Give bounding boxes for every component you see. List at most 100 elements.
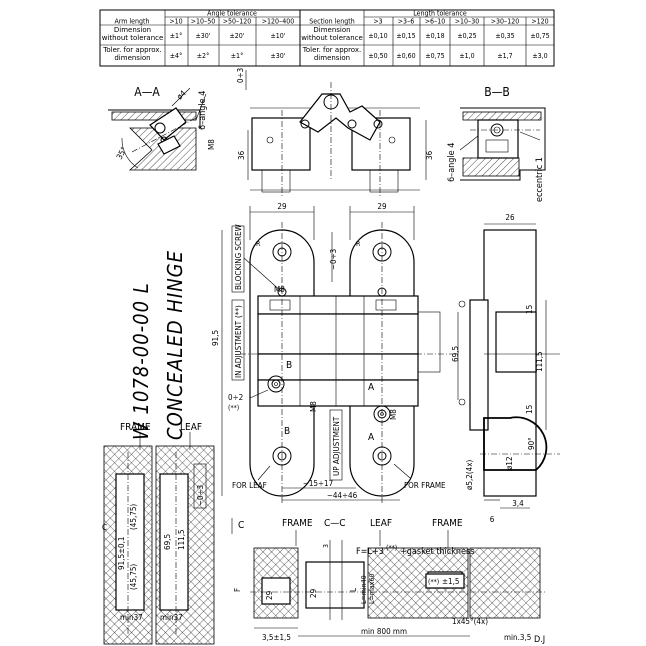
- section-marker-a-lower: A: [368, 432, 375, 443]
- angle-row-1-c4: ±30': [270, 52, 285, 60]
- eccentric-label: eccentric 1: [535, 157, 545, 202]
- length-table-title: Length tolerance: [413, 10, 467, 18]
- six-angle-aa-label: 6–angle 4: [198, 91, 208, 130]
- dim-45-75-lower-label: (45,75): [129, 564, 138, 590]
- dim-15-lower-label: 15: [525, 405, 534, 414]
- dim-12-label: ø12: [505, 456, 514, 470]
- dim-91-5-01-label: 91,5±0,1: [117, 537, 126, 571]
- angle-tolerance-table: Angle tolerance Arm length >10 >10–50 >5…: [99, 9, 301, 67]
- length-header-3: >6–10: [425, 18, 445, 26]
- dim-29-right-label: 29: [377, 202, 387, 211]
- m8-lower-right-label: M8: [389, 409, 398, 420]
- for-leaf-label: FOR LEAF: [232, 481, 267, 490]
- drawing-title: W 1078-00-00 L CONCEALED HINGE: [129, 250, 187, 440]
- length-row-0-c5: ±0,35: [495, 32, 514, 40]
- dim-0-3-elev-label: ~0÷3: [196, 485, 205, 506]
- frame-leaf-elevation: FRAME LEAF ~0÷3 91,5±0,1 (45,75) (45,75)…: [102, 422, 215, 645]
- dim-15-upper-label: 15: [525, 305, 534, 314]
- title-name: CONCEALED HINGE: [163, 250, 187, 440]
- dim-36-right-label: 36: [425, 150, 434, 160]
- section-marker-a-upper: A: [368, 382, 375, 393]
- angle-35-label: 35°: [115, 145, 129, 160]
- angle-row-0-c1: ±1°: [170, 32, 182, 40]
- length-row-0-c4: ±0,25: [457, 32, 476, 40]
- formula-label: F=L+3: [356, 547, 384, 557]
- length-row-1-c2: ±0,60: [396, 52, 415, 60]
- dim-111-5-label: 111,5: [535, 351, 544, 372]
- angle-row-0-label: Dimension without tolerance: [102, 26, 164, 42]
- dim-69-5-label: 69,5: [451, 346, 460, 362]
- frame-label-cc: FRAME: [282, 518, 313, 529]
- length-row-1-c6: ±3,0: [532, 52, 547, 60]
- dim-l-label: L: [349, 588, 358, 592]
- angle-row-1-c2: ±2°: [197, 52, 209, 60]
- radius-left-label: R: [256, 240, 261, 248]
- dim-91-5-label: 91,5: [211, 330, 220, 346]
- min37-right-label: min37: [160, 613, 183, 622]
- dim-0-3-center-label: ~0÷3: [329, 249, 338, 270]
- up-adjustment-label: UP ADJUSTMENT: [332, 416, 341, 476]
- length-row-0-c1: ±0,10: [368, 32, 387, 40]
- angle-row-0-c4: ±10': [270, 32, 285, 40]
- section-c-right-label: C: [238, 520, 244, 531]
- angle-row-0-c2: ±30': [195, 32, 210, 40]
- hinge-front-view: 29 29: [211, 202, 460, 504]
- double-star-in-label: (**): [234, 305, 243, 318]
- angle-header-1: >10: [169, 18, 182, 26]
- dim-15-17-label: ~15÷17: [303, 479, 333, 488]
- dim-6-label: 6: [490, 515, 495, 524]
- angle-header-2: >10–50: [191, 18, 215, 26]
- dim-1-5-label: ±1,5: [442, 577, 459, 586]
- signature-label: D.J: [534, 635, 545, 645]
- hinge-side-view: 26 69,5 111,5 15 15 90° ø12 ø5,2(4x) 6 3…: [451, 213, 560, 524]
- for-frame-label: FOR FRAME: [404, 481, 446, 490]
- dim-0-2-label: 0÷2: [228, 393, 243, 402]
- section-marker-b-lower: B: [284, 426, 290, 437]
- section-a-a: A—A 35° ø4 6–angle 4 M8: [108, 85, 216, 171]
- length-row-0-c3: ±0,18: [425, 32, 444, 40]
- length-row-0-c6: ±0,75: [530, 32, 549, 40]
- m8-aa-label: M8: [207, 139, 216, 150]
- leaf-label-left: LEAF: [180, 422, 202, 433]
- angle-row-1-c3: ±1°: [231, 52, 243, 60]
- in-adjustment-label: IN ADJUSTMENT: [234, 320, 243, 378]
- angle-row-1-label: Toler. for approx. dimension: [103, 46, 162, 62]
- chamfer-label: 1x45°(4x): [452, 617, 488, 626]
- angle-header-0: Arm length: [115, 18, 150, 26]
- hinge-top-view: 0÷3 36 36: [236, 68, 434, 196]
- dim-44-46-label: ~44÷46: [327, 491, 358, 500]
- dim-36-top-label: 36: [237, 150, 246, 160]
- min37-left-label: min37: [120, 613, 143, 622]
- radius-right-label: R: [356, 240, 361, 248]
- frame-label-cc-right: FRAME: [432, 518, 463, 529]
- double-star-0-2-label: (**): [228, 404, 239, 412]
- blocking-screw-label: BLOCKING SCREW: [234, 224, 243, 290]
- length-row-1-c3: ±0,75: [425, 52, 444, 60]
- dim-f-label: F: [233, 588, 242, 592]
- formula-stars: (**): [386, 544, 397, 552]
- dim-29-cc2-label: 29: [309, 588, 318, 598]
- dim-111-5-elev-label: 111,5: [177, 529, 186, 550]
- dim-0-3-top-label: 0÷3: [236, 68, 245, 83]
- length-tolerance-table: Length tolerance Section length >3 >3–6 …: [299, 9, 555, 67]
- leaf-label-cc: LEAF: [370, 518, 392, 529]
- angle-row-0-c3: ±20': [229, 32, 244, 40]
- angle-row-1-c1: ±4°: [170, 52, 182, 60]
- length-header-5: >30–120: [491, 18, 519, 26]
- length-row-0-label: Dimension without tolerance: [301, 26, 363, 42]
- angle-header-3: >50–120: [223, 18, 251, 26]
- dim-3-4-label: 3,4: [512, 499, 524, 508]
- angle-header-4: >120–400: [262, 18, 294, 26]
- length-header-1: >3: [373, 18, 382, 26]
- m8-lower-left-label: M8: [309, 401, 318, 412]
- min-3-5-label: min.3,5: [504, 633, 531, 642]
- length-row-1-c1: ±0,50: [368, 52, 387, 60]
- dim-3-cc-label: 3: [322, 544, 330, 548]
- length-header-4: >10–30: [455, 18, 479, 26]
- section-marker-b-upper: B: [286, 360, 292, 371]
- section-c-c: C FRAME C—C LEAF FRAME 29 29 3 F L L=min…: [231, 518, 546, 645]
- dim-29-cc1-label: 29: [265, 590, 274, 600]
- dim-45-75-upper-label: (45,75): [129, 504, 138, 530]
- dim-l-max60-label: L=max60: [368, 573, 376, 604]
- double-star-tol-label: (**): [428, 578, 439, 586]
